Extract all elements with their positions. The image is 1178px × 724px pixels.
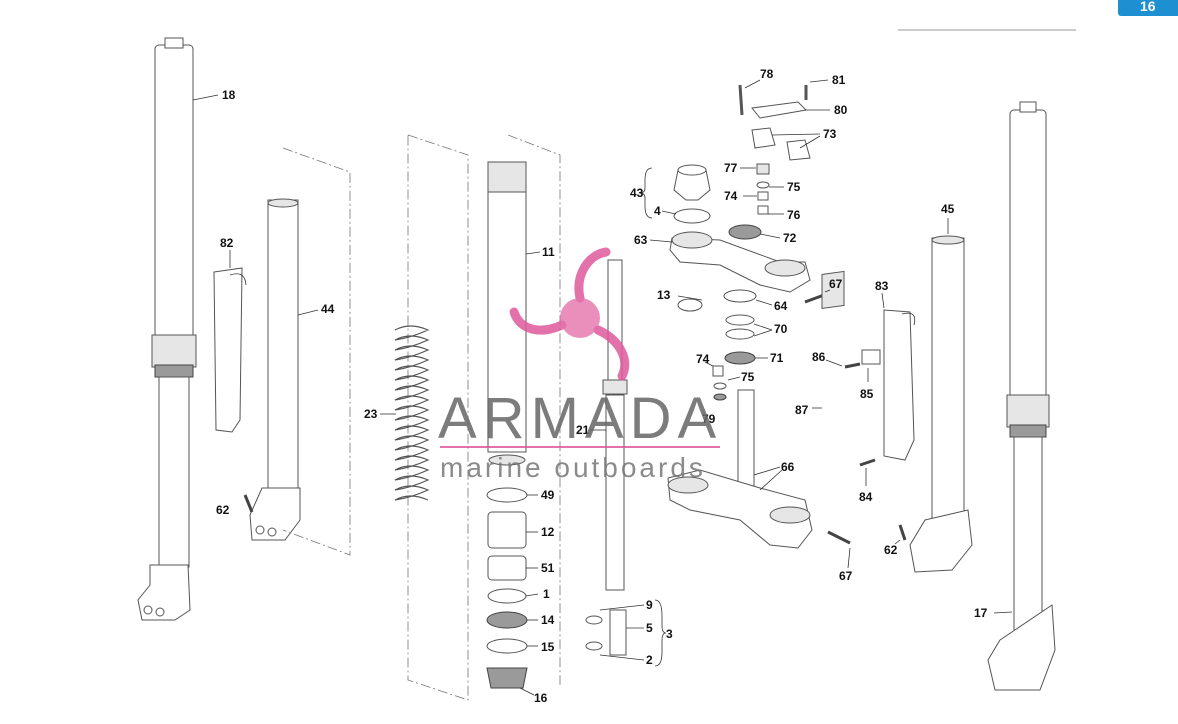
fork-leg-17 [987,101,1056,691]
callout-75-lower: 75 [741,370,755,384]
callout-44: 44 [321,302,335,316]
callout-64: 64 [774,299,788,313]
callout-5: 5 [646,621,653,635]
bolt-62-right [898,524,907,541]
callout-84: 84 [859,490,873,504]
callout-73: 73 [823,127,837,141]
callout-11: 11 [542,245,555,259]
callout-labels: 18 82 44 62 23 11 49 12 51 1 14 15 16 21… [216,67,988,705]
guide-line-44 [282,147,351,556]
bracket-85 [861,349,881,365]
spring-23 [394,325,430,501]
callout-1: 1 [543,587,550,601]
callout-87: 87 [795,403,809,417]
inner-tube-11 [487,161,527,466]
callout-67-lower: 67 [839,569,853,583]
fork-guard-83 [883,309,916,461]
callout-16: 16 [534,691,548,705]
callout-23: 23 [364,407,378,421]
callout-13: 13 [657,288,671,302]
valve-assembly-3 [585,609,627,656]
callout-9: 9 [646,598,653,612]
fork-guard-82 [213,267,247,433]
callout-78: 78 [760,67,774,81]
callout-75-upper: 75 [787,180,801,194]
small-hardware-upper [728,163,770,240]
handlebar-clamp-parts [738,84,811,161]
lower-clamp-66 [667,389,813,549]
callout-67-upper: 67 [829,277,843,291]
clip-15 [486,638,528,654]
callout-14: 14 [541,613,555,627]
o-ring-4 [673,208,711,224]
watermark: ARMADA marine outboards [438,247,722,483]
guide-line-11 [507,134,561,685]
callout-76: 76 [787,208,801,222]
callout-12: 12 [541,525,555,539]
dust-seal-16 [486,667,528,689]
callout-74-upper: 74 [724,189,738,203]
callout-80: 80 [834,103,848,117]
callout-43: 43 [630,186,644,200]
watermark-brand: ARMADA [438,386,722,451]
pad-87 [821,270,845,310]
callout-83: 83 [875,279,889,293]
callout-82: 82 [220,236,234,250]
page-tab: 16 [1118,0,1178,16]
fork-leg-18 [137,37,197,621]
washer-1 [487,588,527,604]
callout-15: 15 [541,640,555,654]
bolt-62-left [243,494,254,513]
callout-3: 3 [666,627,673,641]
fork-cap-43 [673,164,711,201]
callout-51: 51 [541,561,555,575]
callout-2: 2 [646,653,653,667]
bushing-12 [487,511,527,549]
bearing-parts [677,289,757,365]
bolt-84 [859,458,876,467]
callout-66: 66 [781,460,795,474]
guide-line-23 [407,134,469,701]
seal-14 [486,611,528,629]
watermark-tagline: marine outboards [440,452,706,483]
bushing-51 [487,555,527,581]
propeller-logo-icon [509,247,630,381]
callout-62-right: 62 [884,543,898,557]
callout-63: 63 [634,233,648,247]
bolt-67-lower [827,530,851,545]
callout-74-lower: 74 [696,352,710,366]
callout-45: 45 [941,202,955,216]
callout-17: 17 [974,606,988,620]
page-tab-text: 16 [1140,0,1156,14]
bolt-67-upper [804,293,825,304]
damper-rod-21 [602,259,628,591]
outer-tube-44 [249,198,301,541]
callout-21: 21 [576,423,590,437]
outer-tube-45 [909,235,973,573]
callout-4: 4 [654,204,661,218]
bolt-86 [844,362,861,369]
callout-72: 72 [783,231,797,245]
callout-18: 18 [222,88,236,102]
callout-85: 85 [860,387,874,401]
leader-lines [192,79,1013,696]
small-hardware-lower [712,365,727,401]
callout-86: 86 [812,350,826,364]
callout-49: 49 [541,488,555,502]
callout-70: 70 [774,322,788,336]
callout-77: 77 [724,161,738,175]
callout-71: 71 [770,351,784,365]
callout-79: 79 [702,412,716,426]
callout-81: 81 [832,73,846,87]
callout-62-left: 62 [216,503,230,517]
ring-49 [486,487,528,503]
top-clamp-63 [669,231,811,293]
